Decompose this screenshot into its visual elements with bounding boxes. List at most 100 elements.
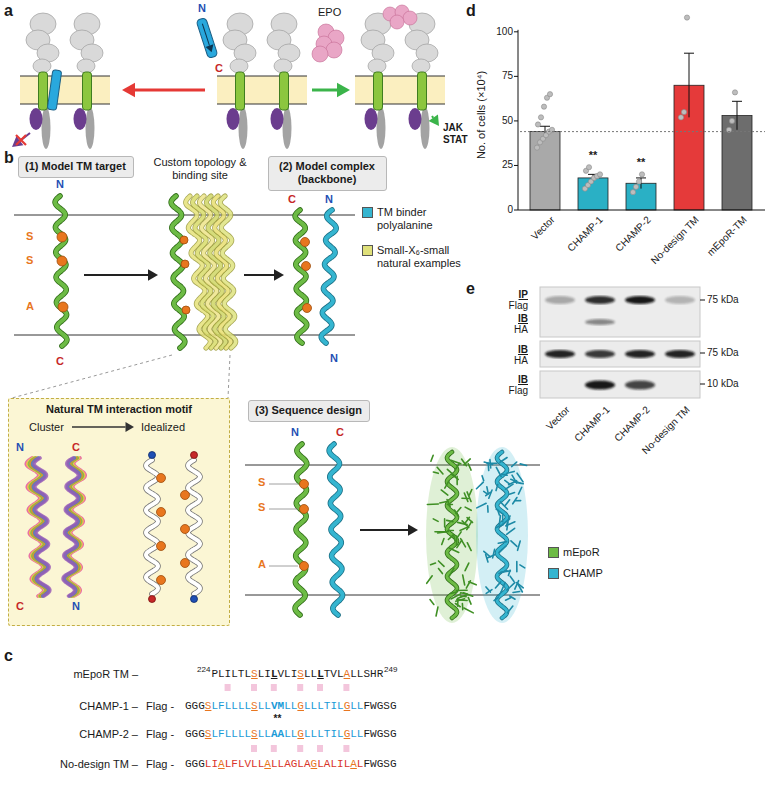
residue: L (304, 728, 311, 740)
interface-marker (251, 745, 257, 752)
receptor-tm-helix (418, 72, 427, 110)
residue: I (291, 668, 298, 680)
residue: S (383, 700, 390, 712)
data-point (586, 165, 591, 170)
tick-label: 50 (502, 115, 513, 127)
side-chain-stick (447, 500, 450, 507)
side-chain-stick (440, 501, 448, 503)
side-chain-stick (518, 541, 521, 550)
residue: G (390, 758, 397, 770)
residue: L (350, 728, 357, 740)
extracellular-domain (230, 59, 248, 73)
activation-arrow (312, 89, 337, 92)
data-point (534, 145, 539, 150)
residue: A (344, 668, 351, 680)
side-chain-stick (508, 570, 510, 575)
interface-marker (317, 684, 323, 691)
side-chain-stick (466, 581, 470, 588)
cluster-helix (34, 458, 50, 596)
legend-swatch (362, 245, 373, 256)
zoom-line (12, 355, 172, 398)
side-chain-stick (511, 541, 517, 547)
side-chain-stick (498, 510, 500, 515)
residue: L (258, 758, 265, 770)
residue: L (317, 700, 324, 712)
residue: P (211, 668, 218, 680)
residue: I (211, 758, 218, 770)
panel-letter: b (4, 148, 14, 167)
residue: L (258, 700, 265, 712)
side-chain-stick (448, 535, 453, 540)
residue-sphere (180, 236, 188, 244)
blot-band (585, 296, 615, 304)
size-marker: 75 kDa (707, 347, 739, 359)
residue: L (244, 700, 251, 712)
side-chain-stick (463, 575, 465, 585)
side-chain-stick (465, 563, 469, 571)
residue: A (350, 758, 357, 770)
terminus-ball (191, 596, 198, 603)
side-chain-stick (451, 460, 461, 464)
data-point (547, 92, 552, 97)
idealized-helix (188, 460, 200, 594)
residue: T (324, 668, 331, 680)
tag-label: Flag - (146, 700, 174, 713)
panel-letter: a (4, 1, 13, 20)
residue: L (350, 700, 357, 712)
side-chain-stick (487, 555, 495, 558)
residue: L (357, 668, 364, 680)
blot-membrane (540, 341, 700, 367)
target-helix (55, 196, 67, 346)
side-chain-stick (456, 508, 461, 514)
error-bar (689, 53, 690, 117)
tick-label: 100 (496, 26, 513, 38)
blot-label: HA (514, 355, 528, 366)
tick (514, 210, 518, 211)
residue: L (225, 728, 232, 740)
residue: G (198, 700, 205, 712)
residue-label: A (258, 558, 266, 571)
binder-helix (321, 210, 336, 343)
lane-label: CHAMP-1 (572, 404, 612, 444)
side-chain-stick (439, 569, 443, 574)
x-axis (518, 210, 765, 211)
target-helix (447, 452, 457, 618)
jak-kinase (271, 108, 284, 130)
data-point (684, 15, 689, 20)
residue: L (311, 668, 318, 680)
residue-sphere (181, 491, 190, 500)
side-chain-stick (467, 492, 471, 502)
residue: L (357, 758, 364, 770)
block-cross (16, 135, 26, 145)
terminus-label: C (336, 426, 344, 439)
residue: L (284, 668, 291, 680)
node-title: Natural TM interaction motif (9, 403, 229, 416)
terminus-label: C (215, 62, 223, 75)
residue: L (330, 758, 337, 770)
side-chain-stick (482, 476, 484, 481)
side-chain-stick (514, 482, 523, 484)
side-chain-stick (484, 551, 490, 557)
error-bar (737, 101, 738, 130)
workflow-arrow (84, 274, 148, 276)
terminus-ball (149, 596, 156, 603)
target-helix (171, 196, 185, 348)
row-label: No-design TM – (60, 758, 138, 771)
blot-band (545, 350, 575, 358)
panel-b-art (8, 196, 540, 626)
binder-helix (497, 452, 507, 618)
blot-band (625, 381, 655, 390)
blot-band (665, 296, 695, 304)
cluster-helix-outline (63, 458, 78, 596)
residue: L (297, 758, 304, 770)
size-marker: 10 kDa (707, 378, 739, 390)
residue: L (337, 728, 344, 740)
residue: G (192, 728, 199, 740)
residue: L (231, 668, 238, 680)
legend-entry: Small-X₆-small natural examples (362, 244, 467, 270)
panel-d-art (514, 15, 765, 210)
residue: G (297, 700, 304, 712)
category-label: CHAMP-2 (613, 214, 653, 254)
error-cap (684, 53, 694, 54)
